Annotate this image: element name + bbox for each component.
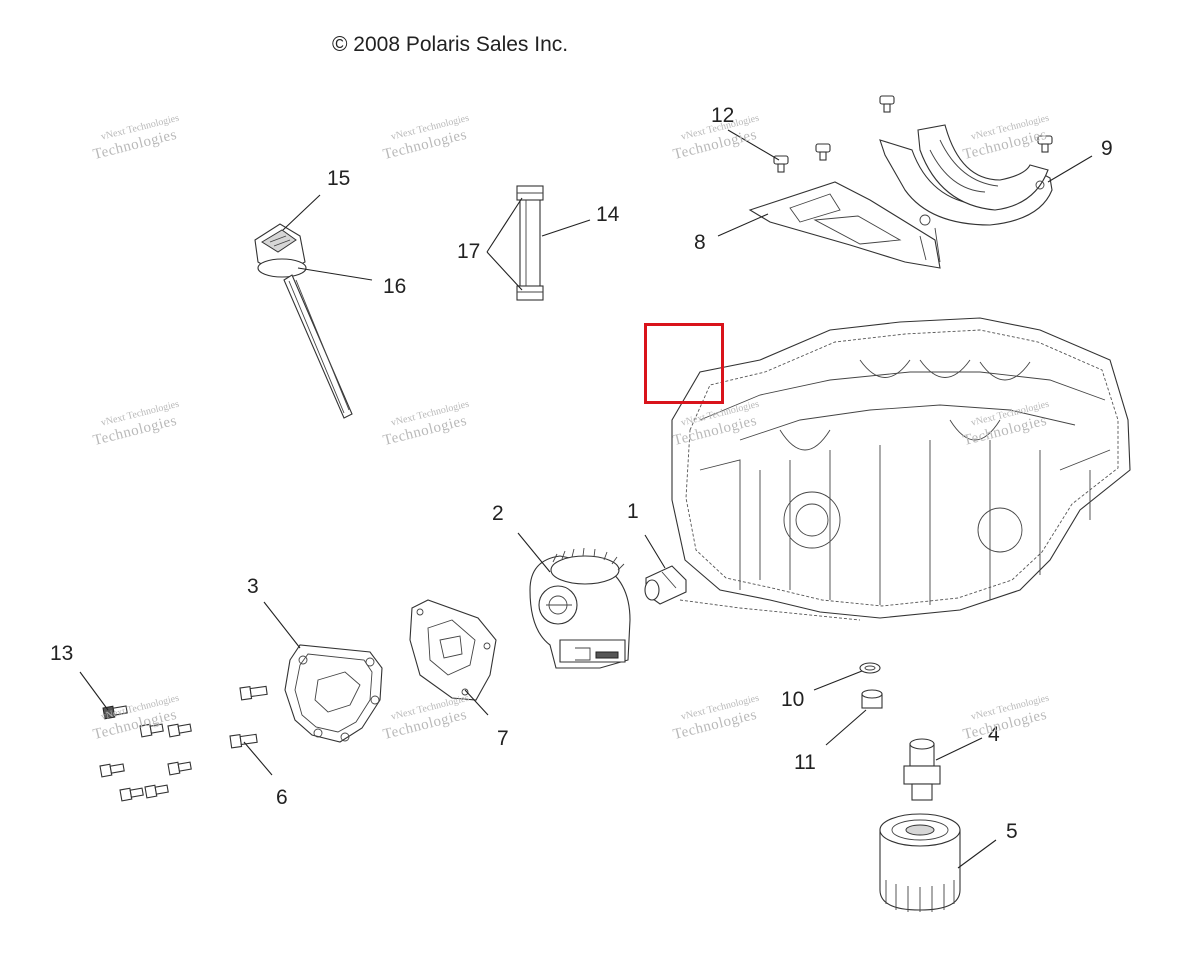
part-11-plug: [861, 689, 883, 709]
callout-9: 9: [1101, 137, 1113, 160]
leader-lines: [79, 129, 1093, 869]
part-9-shield: [879, 124, 1053, 226]
callout-15: 15: [327, 167, 351, 190]
part-8-plate: [748, 181, 941, 269]
crankcase-part: [671, 317, 1131, 621]
callout-11: 11: [794, 751, 816, 774]
callout-7: 7: [497, 727, 509, 750]
part-2-oil-pump: [529, 547, 631, 669]
part-1-fitting: [644, 565, 687, 605]
callout-10: 10: [781, 688, 805, 711]
part-6-bolts: [229, 685, 268, 749]
callout-6: 6: [276, 786, 288, 809]
part-3-cover: [284, 644, 383, 743]
highlight-box: [644, 323, 724, 404]
callout-17: 17: [457, 240, 481, 263]
part-12-screws: [773, 95, 1053, 173]
callout-3: 3: [247, 575, 259, 598]
part-5-oil-filter: [879, 813, 961, 912]
callout-8: 8: [694, 231, 706, 254]
callout-5: 5: [1006, 820, 1018, 843]
callout-16: 16: [383, 275, 407, 298]
callout-2: 2: [492, 502, 504, 525]
callout-4: 4: [988, 723, 1000, 746]
callout-13: 13: [50, 642, 74, 665]
part-7-gasket: [409, 599, 497, 701]
part-13-bolts: [99, 705, 192, 802]
copyright-text: © 2008 Polaris Sales Inc.: [332, 33, 569, 56]
callout-14: 14: [596, 203, 620, 226]
part-15-16-dipstick: [254, 223, 353, 419]
part-14-tube: [516, 185, 544, 301]
callout-1: 1: [627, 500, 639, 523]
callout-12: 12: [711, 104, 735, 127]
part-10-washer: [859, 662, 881, 674]
part-4-fitting: [903, 738, 941, 801]
